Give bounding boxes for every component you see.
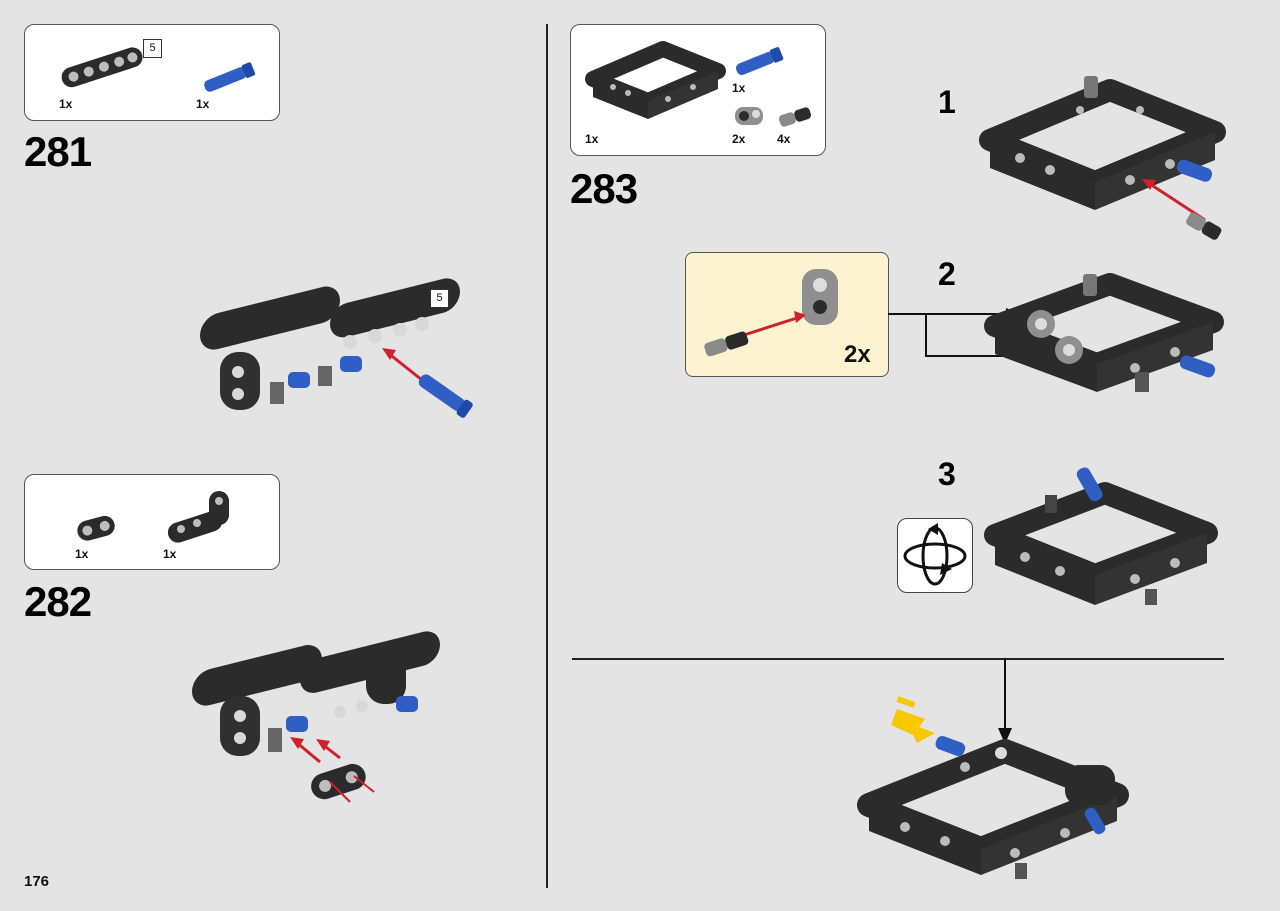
- column-divider: [546, 24, 548, 888]
- section-divider: [572, 658, 1224, 660]
- rotate-model-box: [897, 518, 973, 593]
- length-badge: 5: [143, 39, 162, 58]
- substep-callout: 2x: [685, 252, 889, 377]
- substep-number: 2: [938, 256, 956, 292]
- step-number: 282: [24, 578, 92, 625]
- part-qty: 1x: [196, 97, 210, 111]
- parts-list-283: 1x 1x 2x 4x: [570, 24, 826, 156]
- part-qty: 4x: [777, 132, 791, 146]
- length-badge: 5: [430, 289, 449, 308]
- part-qty: 1x: [585, 132, 599, 146]
- part-qty: 1x: [59, 97, 73, 111]
- substep-number: 1: [938, 84, 956, 120]
- angular-beam-part: [167, 491, 229, 543]
- rotate-model-icon: [903, 523, 967, 586]
- frame-part: [585, 41, 726, 119]
- beam-5-part: [61, 47, 143, 88]
- part-qty: 1x: [75, 547, 89, 561]
- step-number: 281: [24, 128, 92, 175]
- substep-number: 3: [938, 456, 956, 492]
- assembly-281: [200, 278, 473, 418]
- page-number: 176: [24, 873, 50, 890]
- friction-pin-part: [778, 107, 812, 127]
- final-assembly: [857, 696, 1129, 879]
- pin-connector-part: [735, 107, 763, 125]
- section-arrow: [998, 658, 1012, 744]
- substep-1-assembly: [979, 76, 1226, 240]
- parts-list-282: 1x 1x: [24, 474, 280, 570]
- step-number: 283: [570, 165, 638, 212]
- blue-axle-pin-part: [736, 47, 784, 76]
- substep-3-assembly: [984, 467, 1218, 605]
- parts-list-281: 5 1x 1x: [24, 24, 280, 121]
- callout-assembly: [704, 269, 838, 357]
- callout-qty: 2x: [844, 341, 871, 368]
- beam-2-part: [77, 515, 115, 541]
- blue-axle-pin-part: [204, 62, 256, 92]
- assembly-282: [192, 631, 440, 803]
- part-qty: 2x: [732, 132, 746, 146]
- part-qty: 1x: [732, 81, 746, 95]
- substep-2-assembly: [984, 273, 1224, 392]
- part-qty: 1x: [163, 547, 177, 561]
